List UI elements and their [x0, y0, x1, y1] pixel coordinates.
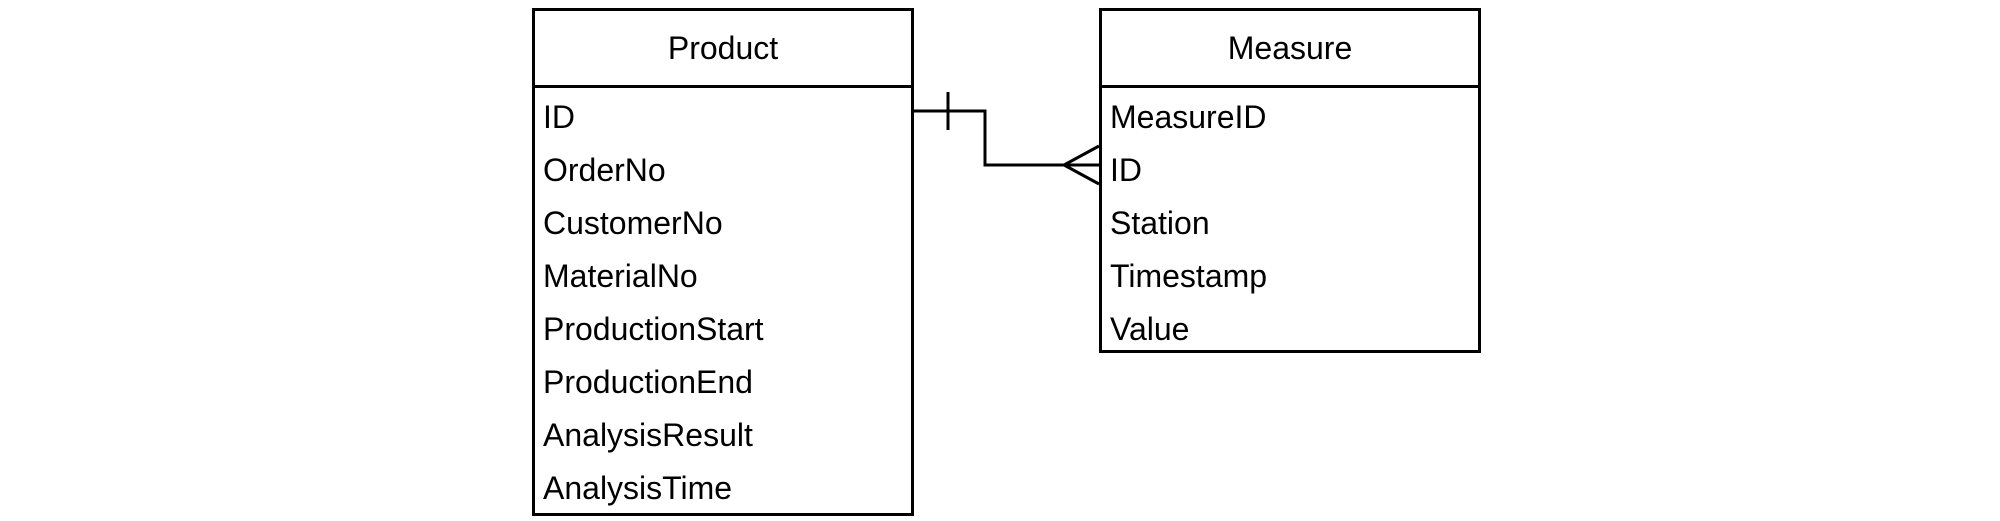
measure-entity: Measure MeasureID ID Station Timestamp V… [1099, 8, 1481, 353]
product-field-list: ID OrderNo CustomerNo MaterialNo Product… [535, 88, 911, 515]
product-field-analysistime: AnalysisTime [543, 470, 733, 506]
product-field-analysisresult: AnalysisResult [543, 417, 753, 453]
measure-field-measureid: MeasureID [1110, 99, 1267, 135]
relationship-line [914, 109, 1099, 167]
many-cardinality-crowfoot [1060, 144, 1100, 186]
product-entity: Product ID OrderNo CustomerNo MaterialNo… [532, 8, 914, 516]
product-field-materialno: MaterialNo [543, 258, 698, 294]
measure-field-station: Station [1110, 205, 1210, 241]
product-field-productionstart: ProductionStart [543, 311, 764, 347]
product-field-orderno: OrderNo [543, 152, 666, 188]
measure-field-value: Value [1110, 311, 1190, 347]
product-field-productionend: ProductionEnd [543, 364, 753, 400]
measure-field-list: MeasureID ID Station Timestamp Value [1102, 88, 1478, 356]
product-field-id: ID [543, 99, 575, 135]
product-entity-title: Product [535, 11, 911, 88]
measure-entity-title: Measure [1102, 11, 1478, 88]
measure-field-id: ID [1110, 152, 1142, 188]
product-field-customerno: CustomerNo [543, 205, 723, 241]
measure-field-timestamp: Timestamp [1110, 258, 1268, 294]
